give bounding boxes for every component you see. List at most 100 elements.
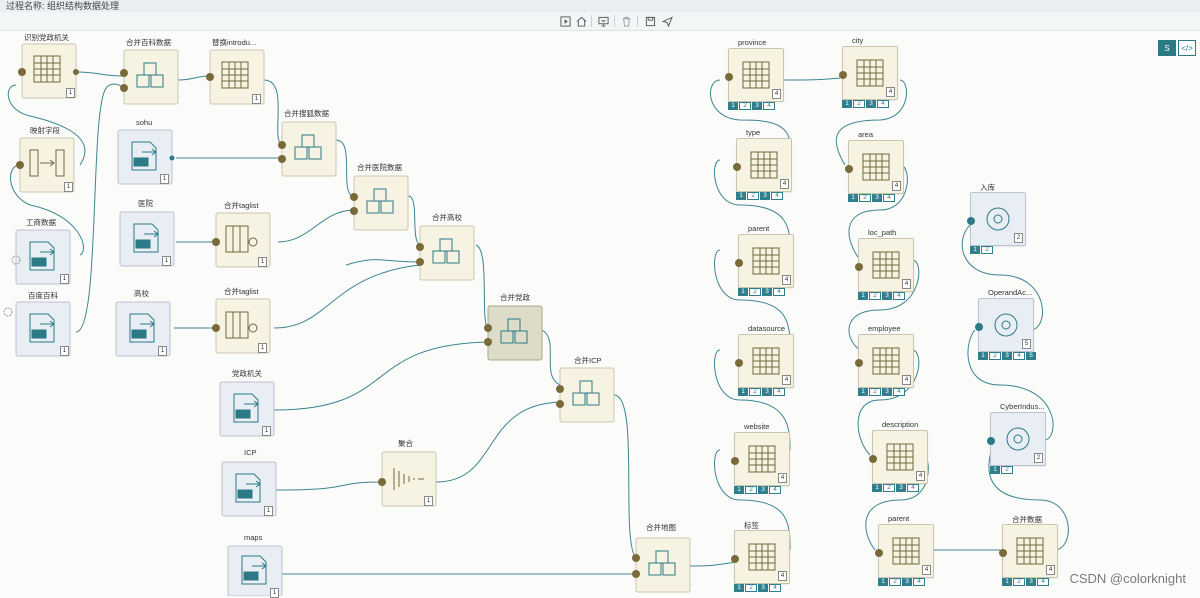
input-port[interactable] bbox=[967, 217, 975, 225]
node-box[interactable]: 4 bbox=[733, 138, 792, 192]
node-box[interactable]: 4 bbox=[731, 432, 790, 486]
output-port-2[interactable]: 2 bbox=[853, 100, 865, 108]
output-port-1[interactable]: 1 bbox=[990, 466, 1000, 474]
output-port-1[interactable]: 1 bbox=[872, 484, 882, 492]
output-port-1[interactable]: 1 bbox=[738, 388, 748, 396]
input-port[interactable] bbox=[975, 323, 983, 331]
input-port[interactable] bbox=[987, 437, 995, 445]
output-port-4[interactable]: 4 bbox=[773, 388, 785, 396]
output-port-1[interactable]: 1 bbox=[728, 102, 738, 110]
node-n13[interactable]: 高校 bbox=[115, 288, 171, 357]
delete-icon[interactable] bbox=[619, 14, 633, 28]
output-port-4[interactable]: 4 bbox=[913, 578, 925, 586]
node-box[interactable]: 4 bbox=[869, 430, 928, 484]
run-icon[interactable] bbox=[558, 14, 572, 28]
output-port-3[interactable]: 3 bbox=[752, 102, 762, 110]
output-port-2[interactable]: 2 bbox=[747, 192, 759, 200]
output-port-1[interactable]: 1 bbox=[842, 100, 852, 108]
input-port[interactable] bbox=[731, 555, 739, 563]
node-n17[interactable]: 合并ICP bbox=[556, 355, 615, 423]
output-port-1[interactable]: 1 bbox=[970, 246, 980, 254]
input-port[interactable] bbox=[855, 263, 863, 271]
node-box[interactable]: 5 bbox=[975, 298, 1034, 352]
input-port[interactable] bbox=[875, 549, 883, 557]
output-port-4[interactable]: 4 bbox=[893, 388, 905, 396]
input-port[interactable] bbox=[869, 455, 877, 463]
node-n5[interactable]: sohu bbox=[117, 118, 175, 185]
node-box[interactable]: 4 bbox=[855, 334, 914, 388]
output-port-1[interactable]: 1 bbox=[848, 194, 858, 202]
output-port-2[interactable]: 2 bbox=[745, 486, 757, 494]
input-port[interactable] bbox=[731, 457, 739, 465]
output-port-2[interactable]: 2 bbox=[869, 388, 881, 396]
output-port-3[interactable]: 3 bbox=[760, 192, 770, 200]
output-port-3[interactable]: 3 bbox=[1002, 352, 1012, 360]
node-n20[interactable]: maps bbox=[227, 533, 283, 596]
node-box[interactable]: 4 bbox=[839, 46, 898, 100]
output-port-2[interactable]: 2 bbox=[989, 352, 1001, 360]
node-n3[interactable]: 替换introdu... bbox=[206, 37, 265, 105]
output-port-1[interactable]: 1 bbox=[878, 578, 888, 586]
node-box[interactable]: 4 bbox=[725, 48, 784, 102]
node-n12[interactable]: 百度百科 bbox=[3, 290, 71, 357]
output-port-4[interactable]: 4 bbox=[771, 192, 783, 200]
output-port-3[interactable]: 3 bbox=[762, 288, 772, 296]
node-n16[interactable]: 党政机关 bbox=[219, 368, 275, 437]
output-port-3[interactable]: 3 bbox=[872, 194, 882, 202]
node-box[interactable]: 4 bbox=[735, 234, 794, 288]
output-port-4[interactable]: 4 bbox=[893, 292, 905, 300]
input-port[interactable] bbox=[735, 259, 743, 267]
node-box[interactable]: 4 bbox=[855, 238, 914, 292]
node-box[interactable]: 2 bbox=[967, 192, 1026, 246]
node-n11[interactable]: 合并高校 bbox=[416, 212, 475, 281]
home-icon[interactable] bbox=[574, 14, 588, 28]
output-port-3[interactable]: 3 bbox=[758, 486, 768, 494]
input-port[interactable] bbox=[855, 359, 863, 367]
node-n10[interactable]: 合并taglist bbox=[212, 200, 271, 268]
output-port-1[interactable]: 1 bbox=[1002, 578, 1012, 586]
send-icon[interactable] bbox=[660, 14, 674, 28]
output-port-3[interactable]: 3 bbox=[866, 100, 876, 108]
output-port-4[interactable]: 4 bbox=[1037, 578, 1049, 586]
output-port-4[interactable]: 4 bbox=[769, 584, 781, 592]
output-port-1[interactable]: 1 bbox=[978, 352, 988, 360]
output-port-1[interactable]: 1 bbox=[734, 486, 744, 494]
output-port-2[interactable]: 2 bbox=[869, 292, 881, 300]
node-n19[interactable]: 聚合 bbox=[378, 438, 437, 507]
node-n7[interactable]: 工商数据 bbox=[11, 217, 71, 285]
output-port-3[interactable]: 3 bbox=[882, 388, 892, 396]
output-port-4[interactable]: 4 bbox=[769, 486, 781, 494]
save-icon[interactable] bbox=[643, 14, 657, 28]
output-port-3[interactable]: 3 bbox=[1026, 578, 1036, 586]
output-port-2[interactable]: 2 bbox=[883, 484, 895, 492]
output-port-4[interactable]: 4 bbox=[883, 194, 895, 202]
output-port-2[interactable]: 2 bbox=[1013, 578, 1025, 586]
output-port-1[interactable]: 1 bbox=[736, 192, 746, 200]
node-box[interactable]: 2 bbox=[987, 412, 1046, 466]
node-n15[interactable]: 合并党政 bbox=[484, 292, 543, 361]
node-box[interactable]: 4 bbox=[735, 334, 794, 388]
output-port-2[interactable]: 2 bbox=[749, 288, 761, 296]
node-n4[interactable]: 映射字段 bbox=[16, 125, 75, 193]
output-port-2[interactable]: 2 bbox=[739, 102, 751, 110]
code-view-button[interactable]: </> bbox=[1178, 40, 1196, 56]
output-port-3[interactable]: 3 bbox=[882, 292, 892, 300]
node-n9[interactable]: 医院 bbox=[119, 198, 175, 267]
output-port-2[interactable]: 2 bbox=[745, 584, 757, 592]
output-port-3[interactable]: 3 bbox=[896, 484, 906, 492]
input-port[interactable] bbox=[725, 73, 733, 81]
output-port-4[interactable]: 4 bbox=[763, 102, 775, 110]
node-n14[interactable]: 合并taglist bbox=[212, 286, 271, 354]
input-port[interactable] bbox=[999, 549, 1007, 557]
output-port-4[interactable]: 4 bbox=[877, 100, 889, 108]
output-port-2[interactable]: 2 bbox=[749, 388, 761, 396]
node-box[interactable]: 4 bbox=[845, 140, 904, 194]
input-port[interactable] bbox=[733, 163, 741, 171]
node-n1[interactable]: 识别党政机关 bbox=[18, 32, 79, 99]
input-port[interactable] bbox=[735, 359, 743, 367]
node-box[interactable]: 4 bbox=[875, 524, 934, 578]
output-port-1[interactable]: 1 bbox=[858, 292, 868, 300]
node-box[interactable]: 4 bbox=[999, 524, 1058, 578]
output-port-2[interactable]: 2 bbox=[889, 578, 901, 586]
output-port-2[interactable]: 2 bbox=[981, 246, 993, 254]
